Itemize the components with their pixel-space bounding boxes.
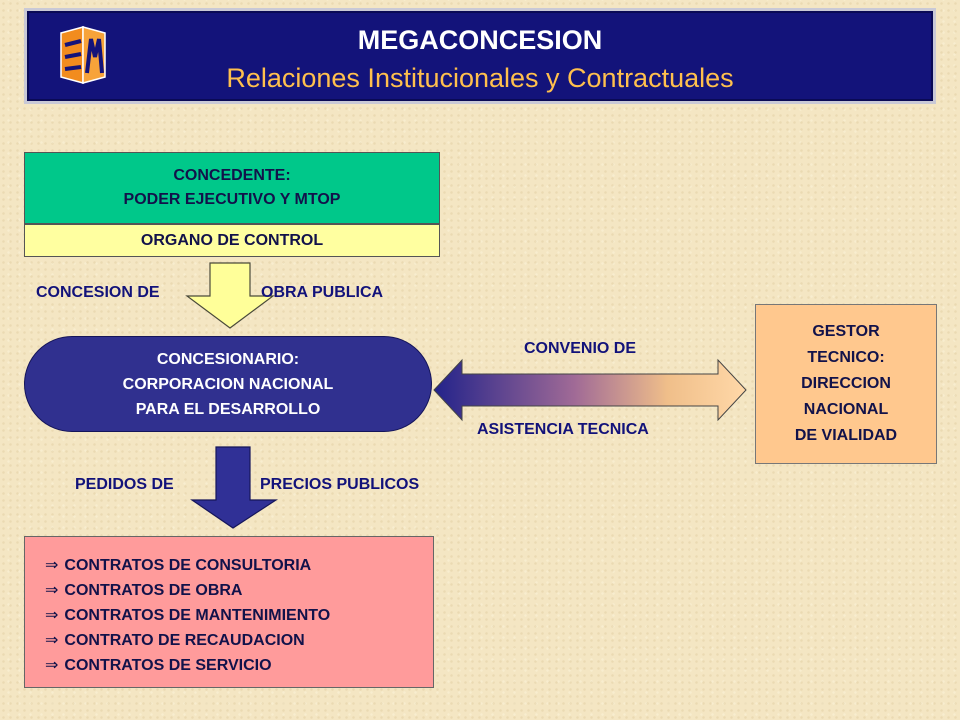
contrato-label: CONTRATO DE RECAUDACION <box>64 632 305 649</box>
concesionario-pill: CONCESIONARIO: CORPORACION NACIONAL PARA… <box>24 336 432 432</box>
flow1-right-label: OBRA PUBLICA <box>261 284 384 301</box>
concedente-line1: CONCEDENTE: <box>173 167 291 184</box>
organo-de-control-label: ORGANO DE CONTROL <box>140 231 324 249</box>
implies-arrow-icon: ⇒ <box>45 557 59 574</box>
contrato-label: CONTRATOS DE OBRA <box>64 582 243 599</box>
gestor-line1: GESTOR <box>812 323 880 340</box>
convenio-top-label: CONVENIO DE <box>524 340 637 357</box>
contratos-list: ⇒ CONTRATOS DE CONSULTORIA ⇒ CONTRATOS DE O… <box>45 553 433 678</box>
convenio-bottom-label: ASISTENCIA TECNICA <box>477 421 649 438</box>
flow2-right-label: PRECIOS PUBLICOS <box>260 476 420 493</box>
contrato-item: ⇒ CONTRATOS DE OBRA <box>45 578 433 603</box>
gestor-tecnico-box: GESTOR TECNICO: DIRECCION NACIONAL DE VI… <box>755 304 937 464</box>
contrato-item: ⇒ CONTRATO DE RECAUDACION <box>45 628 433 653</box>
organo-de-control-box: ORGANO DE CONTROL <box>24 224 440 257</box>
pedidos-down-arrow <box>190 446 279 529</box>
concesionario-line1: CONCESIONARIO: <box>156 350 300 368</box>
contrato-label: CONTRATOS DE CONSULTORIA <box>64 557 312 574</box>
page-subtitle: Relaciones Institucionales y Contractual… <box>226 63 734 93</box>
header-banner: MEGACONCESION Relaciones Institucionales… <box>24 8 936 104</box>
concesion-down-arrow <box>185 262 275 329</box>
contrato-label: CONTRATOS DE SERVICIO <box>64 657 272 674</box>
contratos-box: ⇒ CONTRATOS DE CONSULTORIA ⇒ CONTRATOS DE O… <box>24 536 434 688</box>
megaconcesion-logo <box>60 26 106 84</box>
flow1-left-label: CONCESION DE <box>36 284 160 301</box>
concesionario-line3: PARA EL DESARROLLO <box>135 400 321 418</box>
convenio-double-arrow <box>433 358 747 422</box>
implies-arrow-icon: ⇒ <box>45 632 59 649</box>
gestor-line5: DE VIALIDAD <box>794 427 898 444</box>
contrato-item: ⇒ CONTRATOS DE CONSULTORIA <box>45 553 433 578</box>
concedente-line2: PODER EJECUTIVO Y MTOP <box>123 191 341 208</box>
implies-arrow-icon: ⇒ <box>45 657 59 674</box>
contrato-item: ⇒ CONTRATOS DE SERVICIO <box>45 653 433 678</box>
gestor-line3: DIRECCION <box>801 375 891 392</box>
implies-arrow-icon: ⇒ <box>45 582 59 599</box>
gestor-line2: TECNICO: <box>807 349 885 366</box>
flow2-left-label: PEDIDOS DE <box>75 476 174 493</box>
contrato-label: CONTRATOS DE MANTENIMIENTO <box>64 607 331 624</box>
implies-arrow-icon: ⇒ <box>45 607 59 624</box>
contrato-item: ⇒ CONTRATOS DE MANTENIMIENTO <box>45 603 433 628</box>
concesionario-line2: CORPORACION NACIONAL <box>122 375 334 393</box>
concedente-box: CONCEDENTE: PODER EJECUTIVO Y MTOP <box>24 152 440 224</box>
gestor-line4: NACIONAL <box>803 401 889 418</box>
page-title: MEGACONCESION <box>357 25 603 55</box>
